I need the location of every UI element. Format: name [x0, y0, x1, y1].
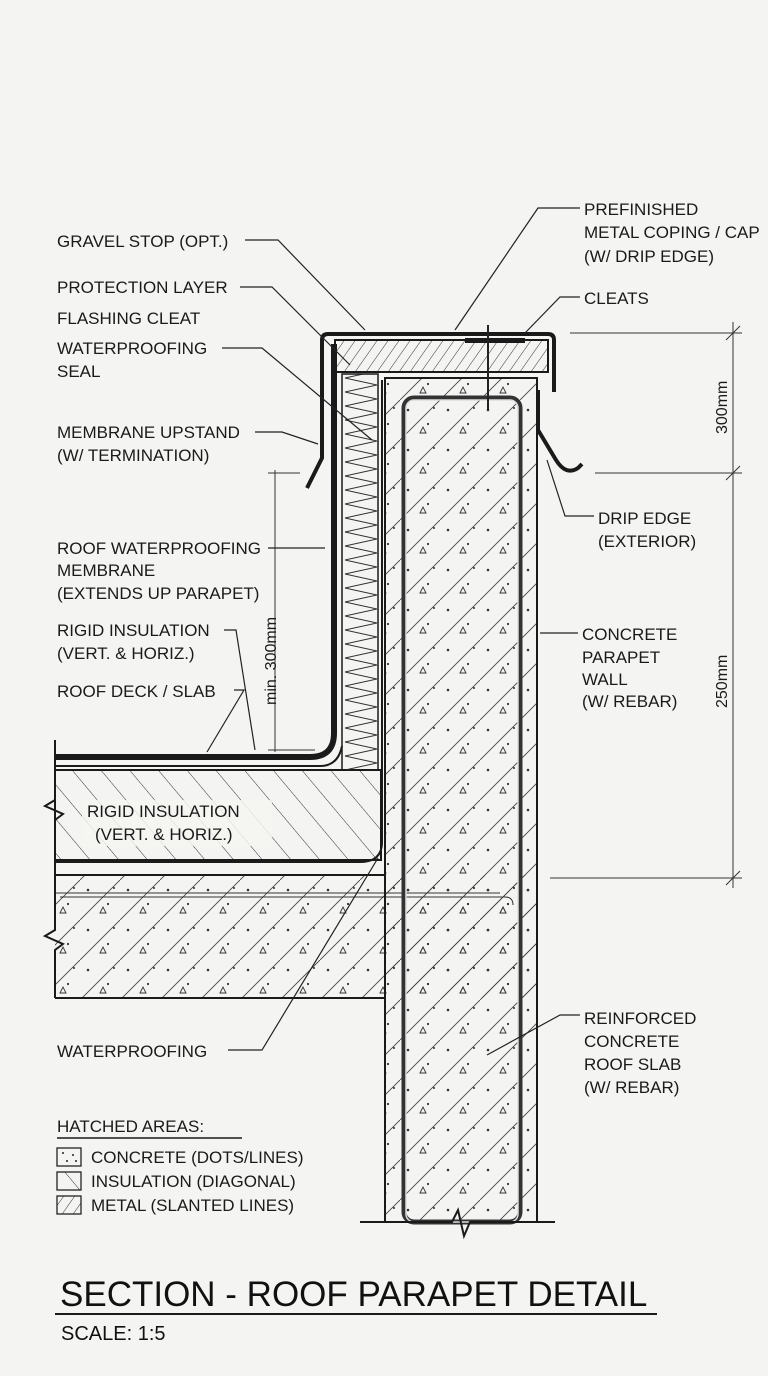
- label-drip-edge: (EXTERIOR): [598, 532, 696, 551]
- label-roof-slab: CONCRETE: [584, 1032, 679, 1051]
- label-roof-slab: REINFORCED: [584, 1009, 696, 1028]
- label-coping: (W/ DRIP EDGE): [584, 247, 714, 266]
- legend-swatch-concrete: [56, 1147, 82, 1167]
- label-membrane-upstand: MEMBRANE UPSTAND: [57, 423, 240, 442]
- label-rigid-insulation: RIGID INSULATION: [57, 621, 210, 640]
- label-flashing-cleat: FLASHING CLEAT: [57, 309, 200, 328]
- label-coping: PREFINISHED: [584, 200, 698, 219]
- label-parapet-wall: PARAPET: [582, 648, 660, 667]
- cleat: [465, 338, 525, 343]
- label-protection-layer: PROTECTION LAYER: [57, 278, 228, 297]
- legend-swatch-metal: [56, 1195, 82, 1215]
- drawing-scale: SCALE: 1:5: [61, 1323, 166, 1345]
- label-drip-edge: DRIP EDGE: [598, 509, 691, 528]
- legend-title: HATCHED AREAS:: [57, 1117, 204, 1136]
- drawing-title: SECTION - ROOF PARAPET DETAIL: [60, 1275, 647, 1314]
- leader-lines: [206, 207, 594, 1056]
- dimension-lines: [268, 322, 742, 888]
- label-membrane-upstand: (W/ TERMINATION): [57, 446, 209, 465]
- label-insulation-block: (VERT. & HORIZ.): [95, 825, 233, 844]
- label-roof-slab: (W/ REBAR): [584, 1078, 679, 1097]
- label-parapet-wall: WALL: [582, 670, 628, 689]
- vertical-insulation: [341, 373, 379, 771]
- label-roof-membrane: MEMBRANE: [57, 561, 155, 580]
- label-gravel-stop: GRAVEL STOP (OPT.): [57, 232, 228, 251]
- break-line: [360, 1207, 555, 1240]
- legend-item-insulation: INSULATION (DIAGONAL): [91, 1172, 296, 1191]
- label-cleats: CLEATS: [584, 289, 649, 308]
- legend-swatch-insulation: [56, 1171, 82, 1191]
- dimension-min-upstand: min. 300mm: [263, 617, 280, 705]
- roof-membrane: [55, 344, 337, 760]
- parapet-wall: [384, 377, 538, 1223]
- label-roof-membrane: (EXTENDS UP PARAPET): [57, 584, 259, 603]
- dimension-300mm: 300mm: [714, 381, 731, 434]
- metal-coping-cap: [305, 332, 556, 489]
- drip-edge: [536, 390, 584, 473]
- label-insulation-block: RIGID INSULATION: [87, 802, 240, 821]
- label-roof-membrane: ROOF WATERPROOFING: [57, 539, 261, 558]
- coping-block: [334, 339, 549, 373]
- label-waterproofing-seal: WATERPROOFING: [57, 339, 207, 358]
- label-parapet-wall: (W/ REBAR): [582, 692, 677, 711]
- label-coping: METAL COPING / CAP: [584, 223, 760, 242]
- label-parapet-wall: CONCRETE: [582, 625, 677, 644]
- label-roof-slab: ROOF SLAB: [584, 1055, 681, 1074]
- label-roof-deck: ROOF DECK / SLAB: [57, 682, 216, 701]
- legend: HATCHED AREAS: CONCRETE (DOTS/LINES) INS…: [56, 1117, 304, 1215]
- dimension-250mm: 250mm: [714, 655, 731, 708]
- legend-item-metal: METAL (SLANTED LINES): [91, 1196, 294, 1215]
- legend-item-concrete: CONCRETE (DOTS/LINES): [91, 1148, 304, 1167]
- label-waterproofing: WATERPROOFING: [57, 1042, 207, 1061]
- label-waterproofing-seal: SEAL: [57, 362, 100, 381]
- label-rigid-insulation: (VERT. & HORIZ.): [57, 644, 195, 663]
